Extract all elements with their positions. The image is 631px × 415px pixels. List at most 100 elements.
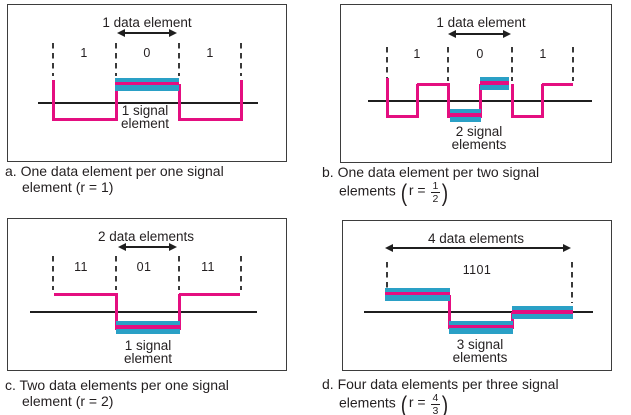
ratio-label: r = (408, 394, 426, 410)
caption-line-1: d. Four data elements per three signal (322, 376, 559, 392)
panel-b-signal-transition (416, 84, 419, 118)
fraction-numerator: 1 (430, 179, 441, 193)
panel-d-signal-element-highlight (449, 320, 513, 334)
panel-b-bit-boundary-dash (571, 47, 575, 81)
panel-a-signal-elements-label: 1 signal (121, 103, 169, 118)
panel-a-bit-boundary-dash (51, 43, 55, 76)
panel-b-bit-value: 1 (539, 47, 547, 61)
panel-b-bit-value: 1 (413, 47, 421, 61)
panel-c-data-elements-label: 2 data elements (97, 229, 195, 244)
panel-b-signal-element-highlight (480, 77, 509, 90)
arrowhead-left-icon (117, 29, 125, 37)
panel-a-signal-elements-label: element (120, 116, 170, 131)
panel-b-bit-boundary-dash (510, 47, 514, 81)
panel-d-span-arrow (385, 244, 571, 252)
panel-b-signal-elements-label: 2 signal (455, 124, 503, 139)
signal-line-in-highlight (115, 81, 179, 85)
caption-line-1: c. Two data elements per one signal (5, 377, 229, 393)
panel-a-signal-transition (51, 80, 55, 121)
ratio-label: r = (408, 182, 426, 198)
arrowhead-right-icon (169, 29, 177, 37)
panel-c-signal-element-highlight (116, 321, 180, 334)
panel-a-signal-element-highlight (115, 77, 179, 91)
arrowhead-right-icon (169, 243, 177, 251)
arrowhead-right-icon (503, 30, 511, 38)
arrowhead-left-icon (448, 30, 456, 38)
panel-c-bit-value: 11 (74, 260, 88, 274)
panel-a-frame (7, 4, 287, 162)
panel-b-signal-line (417, 82, 450, 86)
arrowhead-left-icon (118, 243, 126, 251)
signal-line-in-highlight (385, 291, 450, 295)
panel-d-signal-elements-label: elements (452, 350, 508, 365)
panel-d-signal-element-highlight (512, 306, 573, 319)
panel-c-bit-boundary-dash (51, 256, 55, 290)
fraction-denominator: 2 (432, 193, 439, 205)
arrow-line (454, 33, 505, 35)
fraction-denominator: 3 (432, 405, 439, 415)
panel-a-bit-value: 0 (143, 46, 151, 60)
panel-c-signal-line (54, 292, 118, 296)
close-paren: ) (442, 392, 449, 415)
panel-d-bit-boundary-dash (385, 262, 389, 288)
panel-b-signal-transition (385, 78, 389, 118)
panel-c-bit-boundary-dash (239, 256, 243, 290)
arrowhead-right-icon (563, 244, 571, 252)
caption-ratio-prefix: elements (339, 394, 396, 410)
panel-d-signal-baseline (364, 311, 593, 313)
caption-line-2: element (r = 1) (22, 178, 114, 195)
arrow-line (391, 247, 565, 249)
panel-a-bit-boundary-dash (114, 43, 118, 76)
panel-b-signal-line (542, 82, 573, 86)
signal-line-in-highlight (449, 324, 513, 328)
panel-a-signal-transition (239, 80, 243, 121)
panel-c-frame (7, 218, 287, 371)
panel-b-signal-transition (478, 84, 482, 118)
signal-line-in-highlight (116, 325, 180, 329)
panel-c-span-arrow (118, 243, 177, 251)
panel-c-signal-baseline (30, 311, 257, 313)
signal-line-in-highlight (480, 81, 509, 85)
panel-b-signal-transition (541, 84, 544, 118)
panel-a-bit-boundary-dash (239, 43, 243, 76)
panel-a-bit-value: 1 (206, 46, 214, 60)
panel-a-signal-transition (177, 84, 181, 121)
panel-c-bit-boundary-dash (114, 256, 118, 290)
panel-a-bit-value: 1 (80, 46, 88, 60)
open-paren: ( (400, 392, 408, 415)
panel-b-span-arrow (448, 30, 511, 38)
panel-b-frame (340, 4, 612, 163)
panel-a-span-arrow (117, 29, 177, 37)
panel-a-signal-line (53, 118, 117, 121)
signal-line-in-highlight (512, 310, 573, 314)
arrow-line (123, 32, 171, 34)
panel-b-signal-element-highlight (449, 109, 481, 122)
panel-b-signal-line (387, 114, 419, 118)
panel-d-signal-element-highlight (385, 287, 450, 301)
panel-d-data-elements-label: 4 data elements (427, 231, 525, 246)
panel-c-signal-transition (177, 294, 181, 330)
panel-c-signal-elements-label: element (123, 351, 173, 366)
close-paren: ) (442, 180, 449, 207)
panel-d-signal-elements-label: 3 signal (456, 337, 504, 352)
panel-a-bit-boundary-dash (177, 43, 181, 76)
panel-a-signal-baseline (38, 102, 258, 104)
panel-d-signal-transition (447, 295, 451, 329)
panel-d-frame (342, 220, 612, 371)
open-paren: ( (400, 180, 408, 207)
caption-line-2: element (r = 2) (22, 392, 114, 409)
arrowhead-left-icon (385, 244, 393, 252)
panel-b-signal-line (512, 114, 544, 118)
panel-d-bit-boundary-dash (570, 262, 574, 303)
panel-b-bit-value: 0 (476, 47, 484, 61)
panel-b-signal-transition (446, 84, 450, 118)
panel-b-signal-transition (510, 84, 514, 118)
signal-line-in-highlight (449, 113, 481, 117)
panel-a-data-elements-label: 1 data element (102, 15, 192, 30)
